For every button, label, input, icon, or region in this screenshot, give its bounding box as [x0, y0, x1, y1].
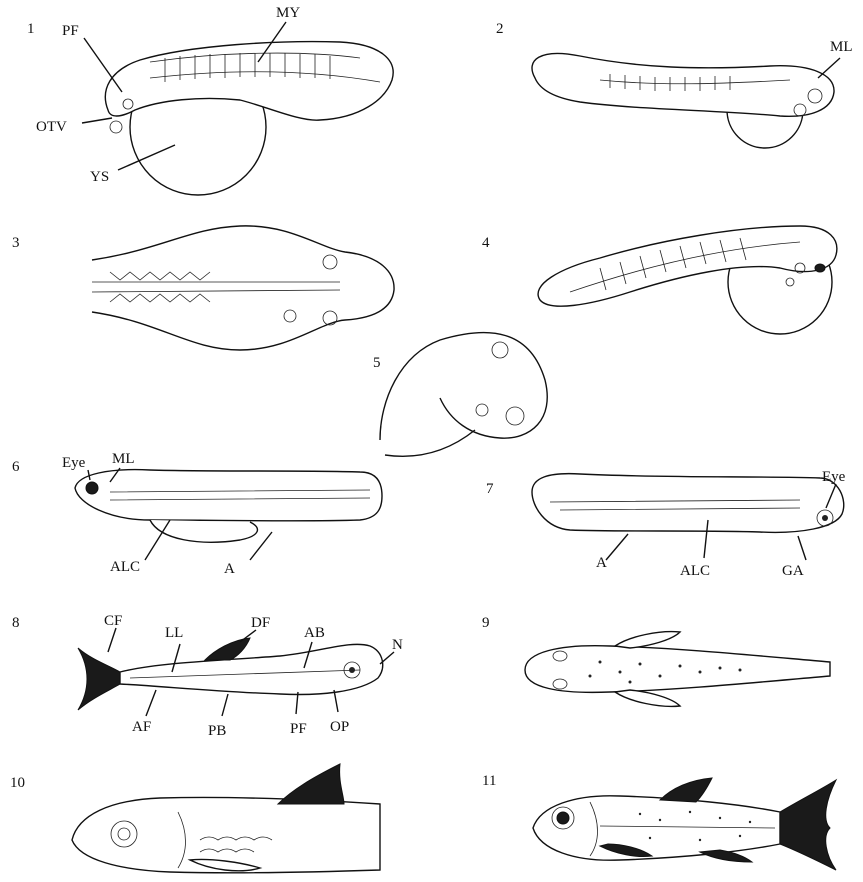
panel-2-embryo-drawing: [532, 53, 840, 148]
panel-8-juvenile-drawing: [78, 628, 394, 716]
label-pb-8: PB: [208, 724, 226, 739]
label-pf-1: PF: [62, 24, 79, 39]
label-a-7: A: [596, 556, 607, 571]
label-ys-1: YS: [90, 170, 109, 185]
panel-5-curled-drawing: [380, 333, 547, 457]
label-cf-8: CF: [104, 614, 122, 629]
a-leader-line-7: [606, 534, 628, 560]
label-df-8: DF: [251, 616, 270, 631]
label-pf-8: PF: [290, 722, 307, 737]
label-n-8: N: [392, 638, 403, 653]
panel-10-fish-drawing: [72, 764, 380, 873]
cf-leader-line: [108, 628, 116, 652]
label-ab-8: AB: [304, 626, 325, 641]
panel-number-1: 1: [27, 22, 35, 37]
label-ll-8: LL: [165, 626, 183, 641]
op-leader-line: [334, 690, 338, 712]
label-af-8: AF: [132, 720, 151, 735]
pf-leader-line-8: [296, 692, 298, 714]
ml-leader-line-2: [818, 58, 840, 78]
label-eye-7: Eye: [822, 470, 845, 485]
panel-number-4: 4: [482, 236, 490, 251]
otv-leader-line: [82, 118, 112, 123]
panel-1-embryo-drawing: [82, 22, 393, 195]
panel-7-larva-drawing: [532, 474, 844, 560]
panel-9-dorsal-drawing: [525, 632, 830, 707]
label-ml-2: ML: [830, 40, 853, 55]
label-eye-6: Eye: [62, 456, 85, 471]
panel-6-larva-drawing: [75, 468, 382, 560]
af-leader-line: [146, 690, 156, 716]
label-op-8: OP: [330, 720, 349, 735]
panel-number-7: 7: [486, 482, 494, 497]
pb-leader-line: [222, 694, 228, 716]
panel-number-3: 3: [12, 236, 20, 251]
label-alc-7: ALC: [680, 564, 710, 579]
panel-number-11: 11: [482, 774, 496, 789]
panel-number-2: 2: [496, 22, 504, 37]
panel-4-embryo-drawing: [538, 226, 837, 334]
label-a-6: A: [224, 562, 235, 577]
label-my-1: MY: [276, 6, 300, 21]
ga-leader-line-7: [798, 536, 806, 560]
pf-leader-line-1: [84, 38, 122, 92]
panel-3-dorsal-drawing: [92, 226, 394, 350]
label-ml-6: ML: [112, 452, 135, 467]
panel-number-9: 9: [482, 616, 490, 631]
panel-number-8: 8: [12, 616, 20, 631]
panel-11-fish-drawing: [533, 778, 836, 870]
label-ga-7: GA: [782, 564, 804, 579]
panel-number-5: 5: [373, 356, 381, 371]
label-alc-6: ALC: [110, 560, 140, 575]
label-otv-1: OTV: [36, 120, 67, 135]
panel-number-6: 6: [12, 460, 20, 475]
panel-number-10: 10: [10, 776, 25, 791]
